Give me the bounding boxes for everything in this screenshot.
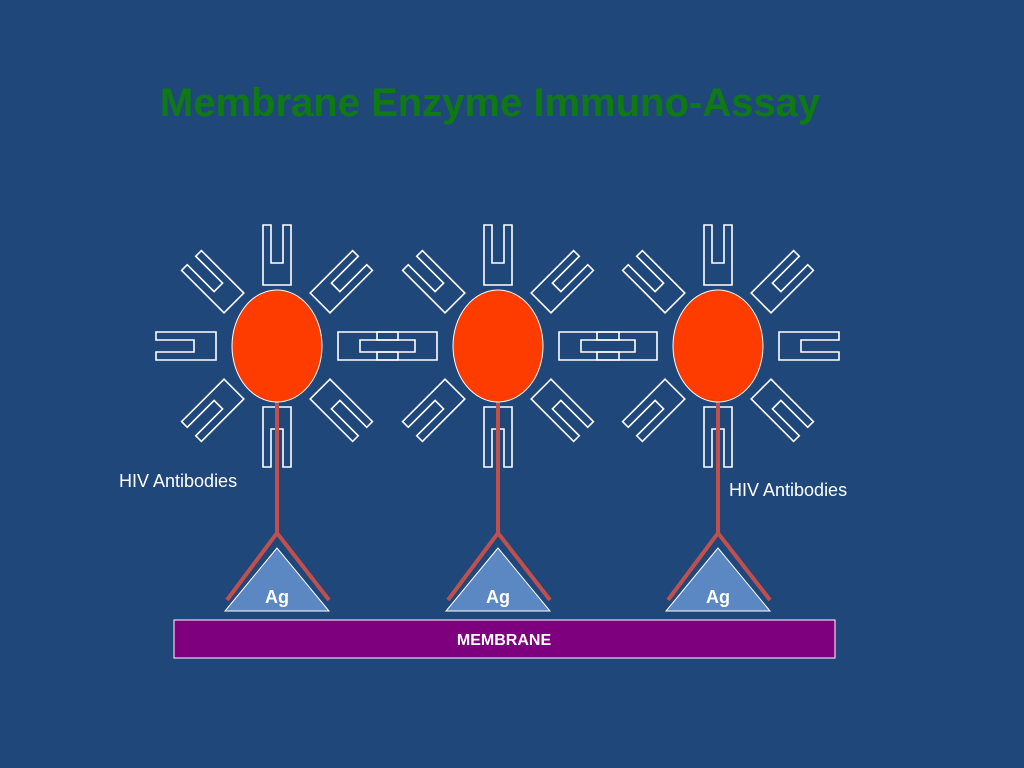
antibody-arms <box>446 529 552 602</box>
membrane-label: MEMBRANE <box>457 632 552 649</box>
complex-3: Ag <box>596 224 840 612</box>
receptor-ring <box>155 224 399 468</box>
receptor-cup-icon <box>530 378 595 443</box>
antigen-triangle <box>444 547 552 612</box>
receptor-cup-icon <box>621 249 686 314</box>
complex-1: Ag <box>155 224 399 612</box>
membrane-bar <box>173 619 836 659</box>
antibody-arms <box>666 529 772 602</box>
receptor-cup-icon <box>155 331 217 361</box>
receptor-cup-icon <box>778 331 840 361</box>
antigen-triangle <box>664 547 772 612</box>
enzyme-circle <box>672 289 764 403</box>
hiv-antibodies-label-right: HIV Antibodies <box>729 480 847 500</box>
receptor-cup-icon <box>703 406 733 468</box>
receptor-cup-icon <box>309 378 374 443</box>
hiv-antibodies-label-left: HIV Antibodies <box>119 471 237 491</box>
receptor-cup-icon <box>750 378 815 443</box>
receptor-cup-icon <box>376 331 438 361</box>
receptor-cup-icon <box>401 378 466 443</box>
antigen-label: Ag <box>265 587 289 607</box>
enzyme-circle <box>231 289 323 403</box>
receptor-cup-icon <box>483 224 513 286</box>
receptor-cup-icon <box>596 331 658 361</box>
receptor-cup-icon <box>703 224 733 286</box>
enzyme-circle <box>452 289 544 403</box>
receptor-cup-icon <box>558 331 620 361</box>
antigen-label: Ag <box>486 587 510 607</box>
receptor-ring <box>596 224 840 468</box>
receptor-cup-icon <box>530 249 595 314</box>
receptor-cup-icon <box>262 406 292 468</box>
receptor-cup-icon <box>309 249 374 314</box>
receptor-cup-icon <box>180 378 245 443</box>
receptor-ring <box>376 224 620 468</box>
complex-2: Ag <box>376 224 620 612</box>
receptor-cup-icon <box>621 378 686 443</box>
receptor-cup-icon <box>262 224 292 286</box>
receptor-cup-icon <box>337 331 399 361</box>
receptor-cup-icon <box>750 249 815 314</box>
receptor-cup-icon <box>483 406 513 468</box>
receptor-cup-icon <box>180 249 245 314</box>
antibody-arms <box>225 529 331 602</box>
antigen-triangle <box>223 547 331 612</box>
antigen-label: Ag <box>706 587 730 607</box>
receptor-cup-icon <box>401 249 466 314</box>
page-title: Membrane Enzyme Immuno-Assay <box>160 81 821 125</box>
